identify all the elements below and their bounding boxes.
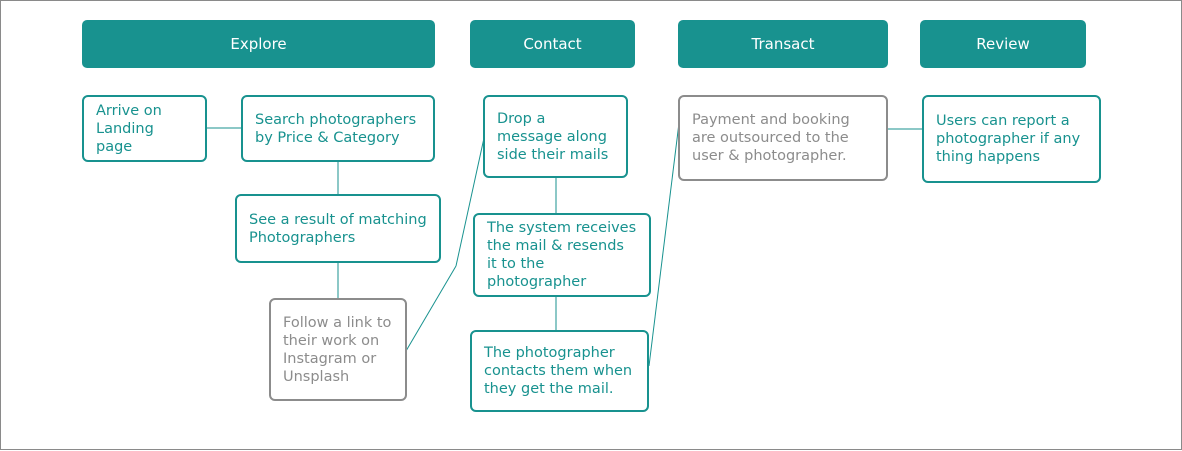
step-payment: Payment and booking are outsourced to th… bbox=[678, 95, 888, 181]
connector-follow-drop bbox=[405, 265, 457, 352]
step-report-text: Users can report a photographer if any t… bbox=[936, 113, 1081, 165]
step-report: Users can report a photographer if any t… bbox=[922, 95, 1101, 183]
step-payment-text: Payment and booking are outsourced to th… bbox=[692, 112, 850, 164]
step-follow-text: Follow a link to their work on Instagram… bbox=[283, 314, 392, 385]
step-results-text: See a result of matching Photographers bbox=[249, 211, 427, 246]
step-arrive: Arrive on Landing page bbox=[82, 95, 207, 162]
connector-contacts-payment bbox=[648, 122, 680, 367]
step-contacts-text: The photographer contacts them when they… bbox=[484, 345, 633, 397]
step-arrive-text: Arrive on Landing page bbox=[96, 102, 162, 155]
step-search-text: Search photographers by Price & Category bbox=[255, 111, 417, 146]
stage-review: Review bbox=[920, 20, 1086, 68]
stage-explore: Explore bbox=[82, 20, 435, 68]
stage-contact: Contact bbox=[470, 20, 635, 68]
stage-transact: Transact bbox=[678, 20, 888, 68]
step-drop: Drop a message along side their mails bbox=[483, 95, 628, 178]
step-contacts: The photographer contacts them when they… bbox=[470, 330, 649, 412]
step-search: Search photographers by Price & Category bbox=[241, 95, 435, 162]
step-system-text: The system receives the mail & resends i… bbox=[487, 220, 637, 290]
step-results: See a result of matching Photographers bbox=[235, 194, 441, 263]
connector-follow-drop-2 bbox=[455, 137, 485, 267]
step-system: The system receives the mail & resends i… bbox=[473, 213, 651, 297]
step-follow: Follow a link to their work on Instagram… bbox=[269, 298, 407, 401]
step-drop-text: Drop a message along side their mails bbox=[497, 110, 609, 163]
